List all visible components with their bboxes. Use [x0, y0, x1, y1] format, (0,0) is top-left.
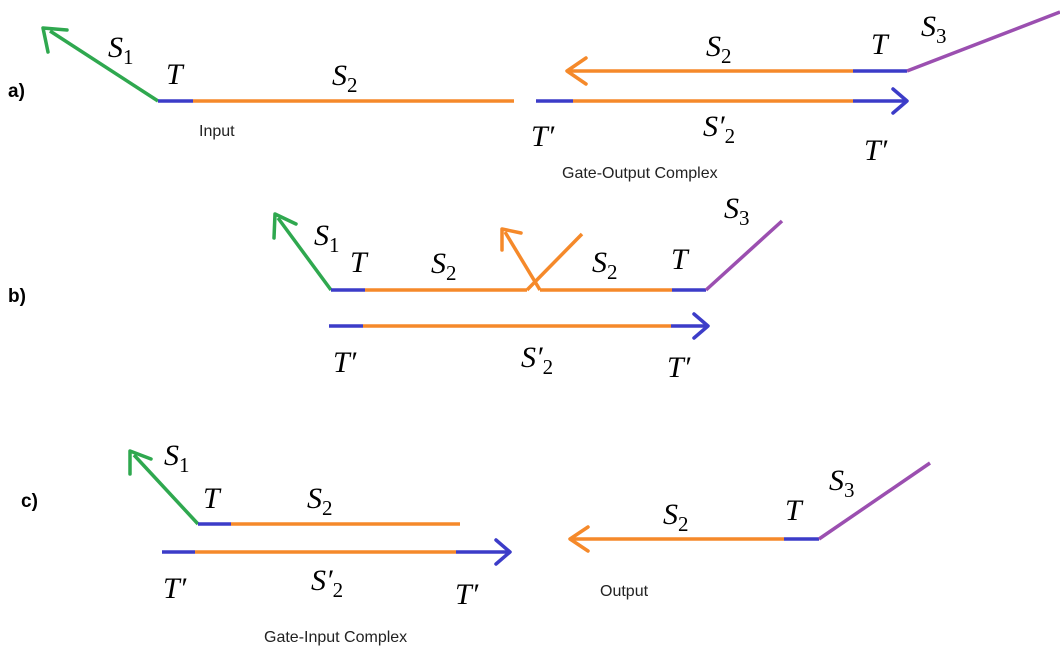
panel-label-c: c) — [21, 491, 38, 512]
label-s2-left-b: S2 — [431, 247, 457, 285]
label-tprime-left-b: T′ — [333, 346, 357, 379]
panel-label-b: b) — [8, 286, 26, 307]
label-s2-top: S2 — [706, 30, 732, 68]
top-s2-arrowhead — [565, 56, 588, 86]
label-s2-output: S2 — [663, 498, 689, 536]
gate-output-top-strand — [565, 10, 1060, 86]
label-s2-top-c: S2 — [307, 482, 333, 520]
label-tprime-left: T′ — [531, 120, 555, 153]
bottom-arrowhead — [891, 87, 909, 115]
label-t-right-b: T — [671, 243, 690, 276]
panel-a: a) S1 T S2 Input S2 T S3 T′ S′2 — [8, 10, 1060, 182]
label-s2prime: S′2 — [703, 110, 735, 148]
label-t-left-b: T — [350, 246, 369, 279]
label-s3-b: S3 — [724, 192, 750, 230]
displaced-s2-arrowhead — [500, 227, 523, 252]
input-s1-arrowhead — [41, 26, 69, 54]
label-s1: S1 — [108, 31, 134, 69]
label-s1-c: S1 — [164, 439, 190, 477]
label-s2-input: S2 — [332, 59, 358, 97]
input-s1-domain — [49, 29, 159, 103]
output-caption: Output — [600, 583, 649, 600]
label-s2-right-b: S2 — [592, 246, 618, 284]
gate-input-top-strand — [128, 449, 460, 526]
input-caption: Input — [199, 123, 235, 140]
label-t-top: T — [871, 28, 890, 61]
label-t-top-c: T — [203, 482, 222, 515]
displaced-s2-branch — [503, 231, 542, 291]
invading-s1-domain — [276, 216, 333, 292]
invading-s1-arrowhead — [272, 212, 298, 240]
label-s2prime-c: S′2 — [311, 564, 343, 602]
label-tprime-right-b: T′ — [667, 351, 691, 384]
label-s2prime-b: S′2 — [521, 341, 553, 379]
gate-bottom-strand-b — [329, 312, 710, 340]
c-s1-domain — [132, 453, 200, 526]
label-t-input: T — [166, 58, 185, 91]
input-strand — [41, 26, 514, 103]
gate-input-complex-caption: Gate-Input Complex — [264, 629, 407, 646]
displaced-s3-domain — [704, 219, 784, 292]
panel-c: c) S1 T S2 T′ S′2 T′ Gate-Input Complex — [21, 439, 931, 646]
label-tprime-left-c: T′ — [163, 572, 187, 605]
gate-input-bottom-strand — [162, 538, 512, 566]
output-s3-domain — [818, 461, 931, 541]
gate-output-complex-caption: Gate-Output Complex — [562, 165, 718, 182]
output-strand — [568, 461, 931, 553]
label-t-output: T — [785, 494, 804, 527]
label-s3: S3 — [921, 10, 947, 48]
output-s2-arrowhead — [568, 525, 590, 553]
label-tprime-right-c: T′ — [455, 578, 479, 611]
label-s1-b: S1 — [314, 219, 340, 257]
label-s3-c: S3 — [829, 464, 855, 502]
c-s1-arrowhead — [128, 449, 153, 476]
gate-bottom-strand — [536, 87, 909, 115]
top-s3-domain — [906, 10, 1060, 73]
panel-b: b) S1 T S2 S2 T S3 T′ S — [8, 192, 784, 384]
label-tprime-right: T′ — [864, 134, 888, 167]
displaced-strand — [500, 219, 784, 292]
b-bottom-arrowhead — [692, 312, 710, 340]
panel-label-a: a) — [8, 81, 25, 102]
c-bottom-arrowhead — [494, 538, 512, 566]
